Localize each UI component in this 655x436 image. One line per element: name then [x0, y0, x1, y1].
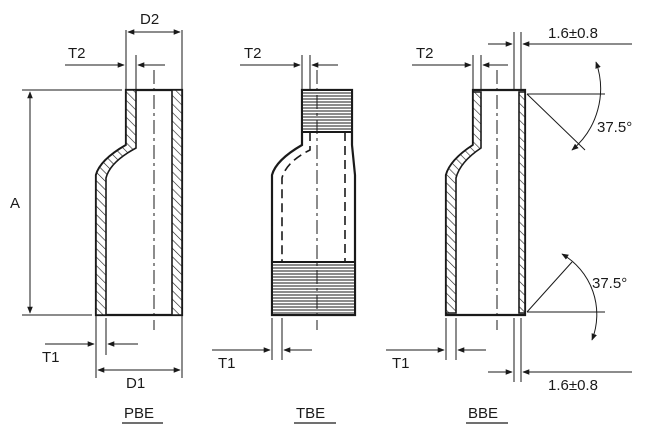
pbe-caption: PBE	[124, 405, 154, 422]
tbe-view: T2 T1 TBE	[212, 45, 357, 424]
bevel-angle-label-top: 37.5°	[597, 119, 632, 136]
t2-label-pbe: T2	[68, 45, 86, 62]
bevel-gap-label-top: 1.6±0.8	[548, 25, 598, 42]
t1-label-bbe: T1	[392, 355, 410, 372]
t2-label-tbe: T2	[244, 45, 262, 62]
pbe-left-wall	[95, 89, 137, 316]
bbe-caption: BBE	[468, 405, 498, 422]
bbe-right-wall	[518, 91, 526, 314]
d2-label: D2	[140, 11, 159, 28]
tbe-bottom-threads	[272, 264, 355, 314]
pbe-outline	[94, 88, 184, 317]
bevel-gap-label-bottom: 1.6±0.8	[548, 377, 598, 394]
tbe-top-threads	[302, 92, 352, 130]
tbe-inner-left-hidden	[281, 132, 311, 262]
bbe-left-wall	[445, 91, 482, 314]
tbe-caption: TBE	[296, 405, 325, 422]
tbe-outline	[270, 88, 357, 317]
pbe-right-wall	[171, 89, 183, 316]
t2-label-bbe: T2	[416, 45, 434, 62]
bevel-angle-label-bottom: 37.5°	[592, 275, 627, 292]
t1-label-pbe: T1	[42, 349, 60, 366]
pbe-view: D2 T2 A T1 D1 PBE	[10, 11, 184, 424]
t1-label-tbe: T1	[218, 355, 236, 372]
bbe-view: T2 1.6±0.8 37.5° 37.5° T1 1.6±0.8 BBE	[386, 25, 632, 424]
a-label: A	[10, 195, 20, 212]
bevel-arc-top	[571, 61, 602, 151]
bbe-outline	[444, 88, 527, 317]
bevel-arc-bottom	[561, 253, 598, 341]
d1-label: D1	[126, 375, 145, 392]
